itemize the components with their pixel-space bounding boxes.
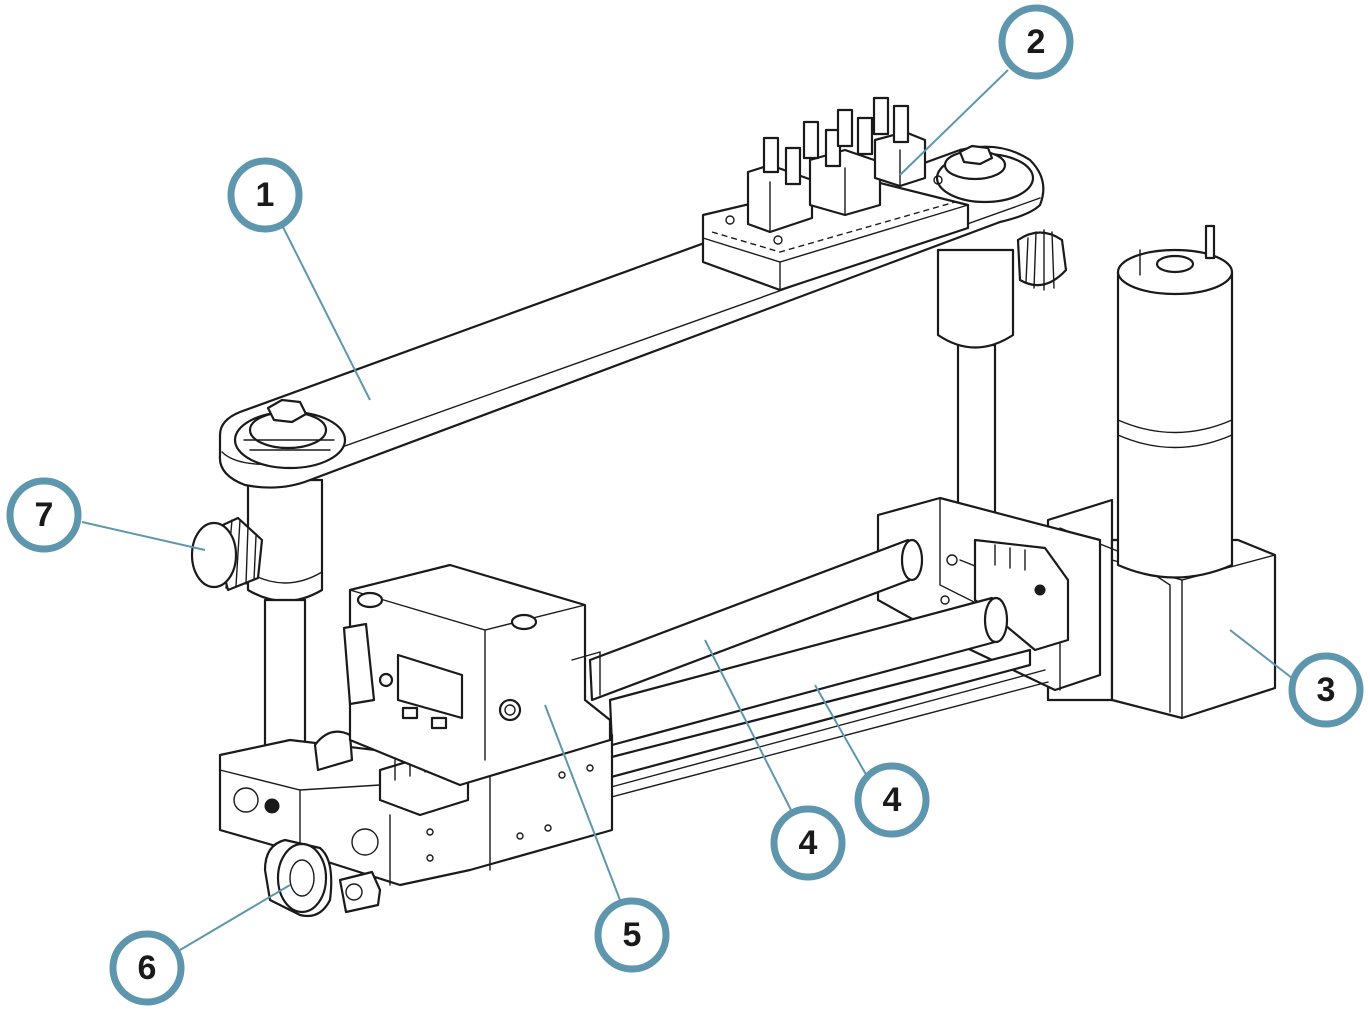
leader-3: [1229, 629, 1293, 679]
left-vertical-post: [246, 478, 324, 782]
adjustment-knob: [190, 516, 264, 592]
callout-4b: 4: [854, 762, 930, 838]
leader-5: [544, 704, 621, 901]
callout-4a-label: 4: [799, 824, 818, 862]
leader-1: [281, 224, 371, 401]
leader-6: [179, 884, 291, 951]
right-carriage: [876, 496, 1102, 692]
callout-2-label: 2: [1027, 23, 1046, 61]
leader-2: [899, 69, 1009, 176]
control-housing: [342, 563, 612, 787]
callout-3: 3: [1288, 652, 1364, 728]
callout-7-label: 7: [35, 496, 54, 534]
roller-wheel: [263, 838, 382, 918]
leader-lines: [81, 69, 1293, 951]
callout-1-label: 1: [256, 176, 275, 214]
leader-4b: [814, 684, 869, 779]
callout-1: 1: [227, 157, 303, 233]
leader-7: [81, 521, 206, 551]
leader-4a: [704, 639, 793, 813]
callout-3-label: 3: [1317, 671, 1336, 709]
guide-rods: [588, 538, 1049, 801]
callout-5: 5: [594, 897, 670, 973]
callout-2: 2: [998, 4, 1074, 80]
callout-4a: 4: [770, 805, 846, 881]
callout-7: 7: [6, 477, 82, 553]
right-vertical-post: [936, 229, 1068, 527]
connector-block: [701, 96, 970, 292]
callout-6-label: 6: [138, 949, 157, 987]
callout-4b-label: 4: [883, 781, 902, 819]
callout-5-label: 5: [623, 916, 642, 954]
callout-6: 6: [109, 930, 185, 1006]
